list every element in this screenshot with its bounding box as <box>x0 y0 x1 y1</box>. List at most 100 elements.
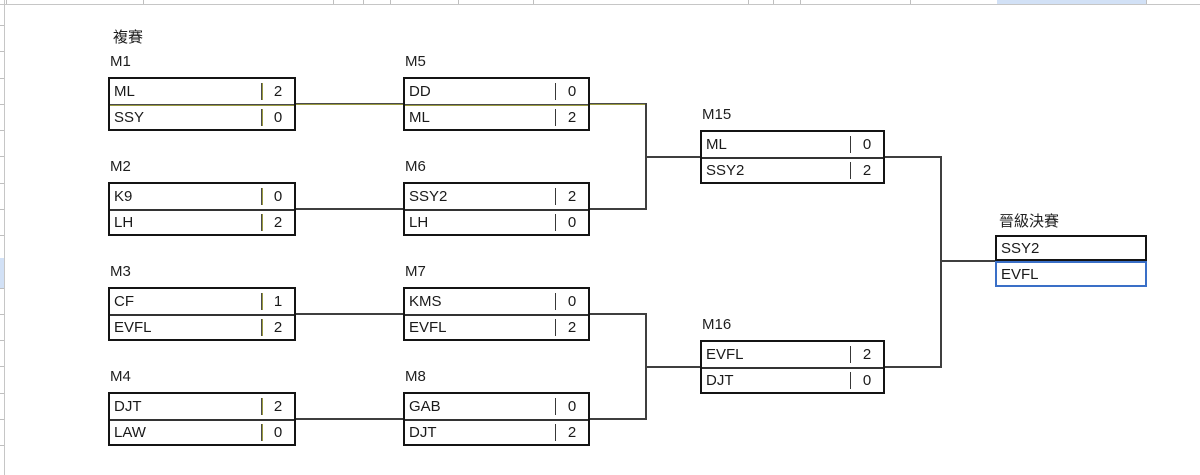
row-gridline-tick <box>0 25 4 26</box>
player-name-cell[interactable]: LH <box>409 214 429 231</box>
match-row: KMS 0 <box>405 289 588 314</box>
final-selected-cell[interactable]: EVFL <box>995 261 1147 287</box>
row-gridline-tick <box>0 366 4 367</box>
score-cell[interactable]: 0 <box>261 108 294 126</box>
row-gridline-tick <box>0 235 4 236</box>
bracket-connector <box>645 366 702 368</box>
bracket-connector <box>588 313 647 315</box>
score-cell[interactable]: 0 <box>261 188 294 205</box>
bracket-connector <box>645 156 702 158</box>
final-label: 晉級決賽 <box>999 213 1060 230</box>
player-name-cell[interactable]: SSY <box>114 108 145 126</box>
bracket-connector <box>296 208 404 210</box>
match-row: DJT 0 <box>702 367 883 392</box>
player-name-cell[interactable]: KMS <box>409 293 442 310</box>
row-gridline-tick <box>0 156 4 157</box>
player-name-cell[interactable]: EVFL <box>114 319 152 336</box>
player-name-cell[interactable]: DJT <box>706 372 734 389</box>
player-name-cell[interactable]: K9 <box>114 188 133 205</box>
player-name-cell[interactable]: SSY2 <box>706 162 745 179</box>
match-row: SSY2 2 <box>405 184 588 209</box>
player-name-cell[interactable]: EVFL <box>706 346 744 363</box>
score-cell[interactable]: 2 <box>261 83 294 100</box>
player-name-cell[interactable]: DD <box>409 83 431 100</box>
match-m5-label: M5 <box>405 53 426 70</box>
match-m4-label: M4 <box>110 368 131 385</box>
player-name-cell[interactable]: EVFL <box>409 319 447 336</box>
bracket-connector <box>883 366 942 368</box>
row-gridline-tick <box>0 445 4 446</box>
match-m3-label: M3 <box>110 263 131 280</box>
row-gridline-tick <box>0 78 4 79</box>
row-gridline-tick <box>0 183 4 184</box>
round-label: 複賽 <box>113 29 144 46</box>
player-name-cell[interactable]: SSY2 <box>409 188 448 205</box>
column-gridline-tick <box>1146 0 1147 4</box>
score-cell[interactable]: 2 <box>555 319 588 336</box>
bracket-connector <box>296 418 404 420</box>
player-name-cell[interactable]: ML <box>706 136 727 153</box>
final-winner-cell[interactable]: SSY2 <box>995 235 1147 261</box>
column-gridline-tick <box>143 0 144 4</box>
column-gridline-tick <box>773 0 774 4</box>
match-row: GAB 0 <box>405 394 588 419</box>
match-m1-label: M1 <box>110 53 131 70</box>
score-cell[interactable]: 2 <box>555 188 588 205</box>
match-row: EVFL 2 <box>702 342 883 367</box>
match-row: ML 2 <box>405 104 588 129</box>
row-gridline-tick <box>0 314 4 315</box>
score-cell[interactable]: 2 <box>261 319 294 336</box>
bracket-connector <box>588 208 647 210</box>
score-cell[interactable]: 2 <box>850 162 883 179</box>
match-m2-box: K9 0 LH 2 <box>108 182 296 236</box>
match-m1-box: ML 2 SSY 0 <box>108 77 296 131</box>
match-row: DD 0 <box>405 79 588 104</box>
player-name-cell[interactable]: LAW <box>114 424 146 441</box>
bracket-connector <box>588 103 647 105</box>
row-gridline-tick <box>0 419 4 420</box>
match-m5-box: DD 0 ML 2 <box>403 77 590 131</box>
score-cell[interactable]: 0 <box>261 424 294 441</box>
match-m15-label: M15 <box>702 106 732 123</box>
column-header-gridline <box>0 4 1200 5</box>
match-row: DJT 2 <box>405 419 588 444</box>
score-cell[interactable]: 0 <box>850 372 883 389</box>
row-gridline-tick <box>0 393 4 394</box>
player-name-cell[interactable]: ML <box>409 108 430 126</box>
match-row: CF 1 <box>110 289 294 314</box>
match-m15-box: ML 0 SSY2 2 <box>700 130 885 184</box>
bracket-connector <box>296 103 404 105</box>
match-row: SSY 0 <box>110 104 294 129</box>
player-name-cell[interactable]: CF <box>114 293 134 310</box>
score-cell[interactable]: 2 <box>850 346 883 363</box>
match-m4-box: DJT 2 LAW 0 <box>108 392 296 446</box>
match-m6-label: M6 <box>405 158 426 175</box>
player-name-cell[interactable]: DJT <box>114 398 142 415</box>
selected-row-header-highlight <box>0 258 4 288</box>
match-row: DJT 2 <box>110 394 294 419</box>
score-cell[interactable]: 2 <box>555 108 588 126</box>
player-name-cell[interactable]: LH <box>114 214 134 231</box>
score-cell[interactable]: 1 <box>261 293 294 310</box>
score-cell[interactable]: 0 <box>555 293 588 310</box>
score-cell[interactable]: 0 <box>555 214 588 231</box>
match-m8-box: GAB 0 DJT 2 <box>403 392 590 446</box>
bracket-connector <box>940 260 997 262</box>
score-cell[interactable]: 0 <box>555 398 588 415</box>
match-m7-label: M7 <box>405 263 426 280</box>
match-m2-label: M2 <box>110 158 131 175</box>
score-cell[interactable]: 0 <box>555 83 588 100</box>
score-cell[interactable]: 2 <box>555 424 588 441</box>
player-name-cell[interactable]: ML <box>114 83 135 100</box>
column-gridline-tick <box>910 0 911 4</box>
row-gridline-tick <box>0 51 4 52</box>
match-row: ML 2 <box>110 79 294 104</box>
player-name-cell[interactable]: GAB <box>409 398 441 415</box>
column-gridline-tick <box>458 0 459 4</box>
bracket-connector <box>296 313 404 315</box>
score-cell[interactable]: 2 <box>261 398 294 415</box>
score-cell[interactable]: 0 <box>850 136 883 153</box>
score-cell[interactable]: 2 <box>261 214 294 231</box>
match-m16-box: EVFL 2 DJT 0 <box>700 340 885 394</box>
player-name-cell[interactable]: DJT <box>409 424 437 441</box>
